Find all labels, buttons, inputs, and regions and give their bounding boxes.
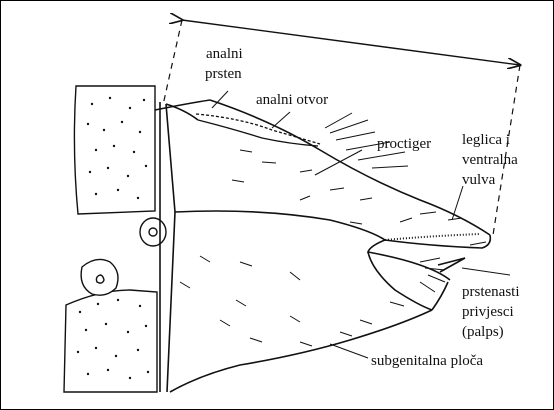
spiracles [81, 218, 166, 295]
label-anal-ring-line-2: prsten [205, 66, 242, 82]
label-ovipositor: leglica i ventralna vulva [462, 132, 522, 188]
label-ring-appendages-line-2: privjesci [462, 304, 514, 320]
label-ovipositor-line-1: leglica i [462, 132, 510, 148]
label-proctiger: proctiger [377, 136, 431, 152]
label-subgenital-plate: subgenitalna ploča [371, 353, 483, 369]
label-anal-ring-line-1: analni [206, 46, 243, 62]
label-ovipositor-line-2: ventralna [462, 152, 518, 168]
label-ring-appendages-line-1: prstenasti [462, 284, 520, 300]
label-ring-appendages: prstenasti privjesci (palps) [462, 284, 523, 340]
abdomen-outline [155, 100, 490, 392]
label-anal-opening: analni otvor [256, 92, 328, 108]
label-ring-appendages-line-3: (palps) [462, 324, 504, 340]
label-anal-ring: analni prsten [205, 46, 246, 82]
label-ovipositor-line-3: vulva [462, 172, 496, 188]
setae [180, 113, 486, 346]
ventral-stipple [385, 234, 480, 240]
